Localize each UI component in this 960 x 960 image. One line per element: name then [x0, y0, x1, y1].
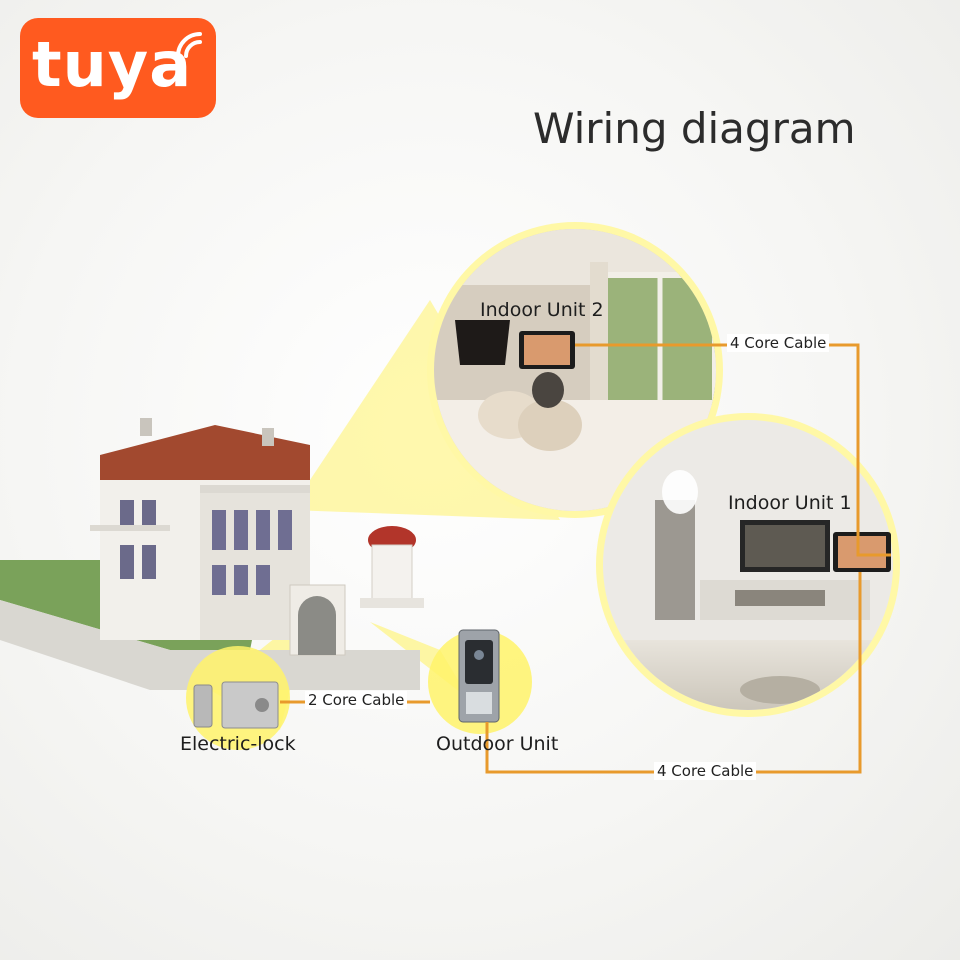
electric-lock-label: Electric-lock: [180, 733, 296, 755]
outdoor-unit-scene: [428, 630, 532, 734]
indoor-unit-1-scene: [596, 413, 900, 720]
cable-label-lock-outdoor: 2 Core Cable: [305, 691, 407, 709]
outdoor-unit-label: Outdoor Unit: [436, 733, 558, 755]
indoor-unit-1-label: Indoor Unit 1: [728, 492, 852, 514]
cable-label-outdoor-indoor1: 4 Core Cable: [654, 762, 756, 780]
indoor-unit-2-label: Indoor Unit 2: [480, 299, 604, 321]
cable-label-indoor2-indoor1: 4 Core Cable: [727, 334, 829, 352]
